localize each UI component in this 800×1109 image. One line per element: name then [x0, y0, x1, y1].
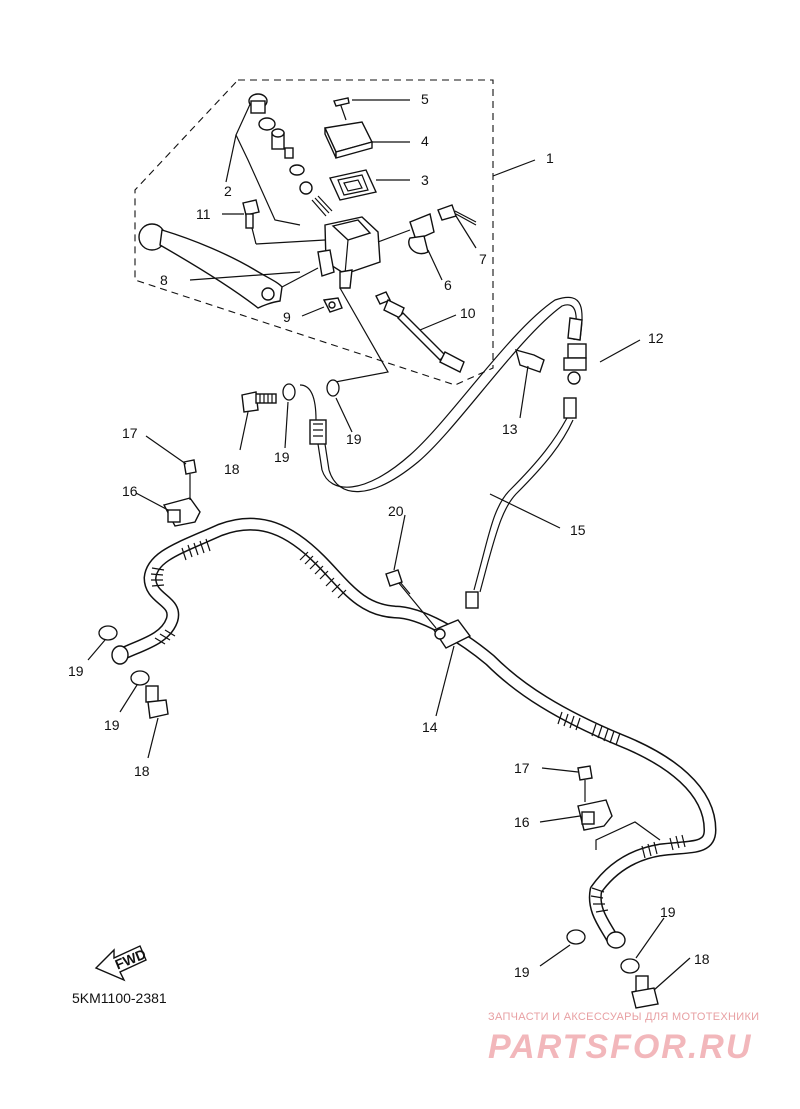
callout-15: 15	[570, 522, 586, 538]
callout-8: 8	[160, 272, 168, 288]
washer-part-19-top-right	[326, 379, 340, 397]
washer-part-19-lower-right-b	[620, 958, 640, 974]
hose-joint-part-14	[397, 581, 472, 649]
brake-lever-part-8	[138, 223, 319, 309]
callout-9: 9	[283, 309, 291, 325]
callout-16-top: 16	[122, 483, 138, 499]
washer-part-19-lower-right-a	[566, 929, 586, 945]
diagram-code: 5KM1100-2381	[72, 990, 167, 1006]
clamp-leader-right	[595, 821, 661, 850]
banjo-bolt-part-18-top	[241, 391, 277, 413]
screw-part-5	[333, 97, 350, 121]
washer-part-19-lower-left-a	[98, 625, 118, 641]
hose-clamp-part-16-right	[577, 799, 613, 831]
bolt-part-17-right	[577, 765, 593, 802]
nut-part-9	[322, 297, 343, 313]
callout-1: 1	[546, 150, 554, 166]
callout-16-bottom: 16	[514, 814, 530, 830]
upper-brake-hose	[299, 296, 583, 493]
bolt-part-17-left	[183, 459, 197, 500]
brake-pipe-part-15	[465, 397, 577, 609]
callout-17-top: 17	[122, 425, 138, 441]
callout-6: 6	[444, 277, 452, 293]
banjo-bolt-part-18-lower-left	[145, 685, 169, 719]
clamp-part-6	[377, 213, 435, 255]
callout-5: 5	[421, 91, 429, 107]
callout-18-lower-left: 18	[134, 763, 150, 779]
callout-19-top-right: 19	[346, 431, 362, 447]
fwd-label: FWD	[113, 946, 149, 973]
callout-12: 12	[648, 330, 664, 346]
watermark-brand: PARTSFOR.RU	[488, 1028, 752, 1066]
master-cylinder-assembly	[138, 93, 477, 373]
washer-part-19-top-left	[282, 383, 296, 401]
banjo-bolt-part-18-lower-right	[631, 975, 659, 1009]
lower-brake-hose	[111, 517, 717, 949]
assembly-boundary	[134, 79, 494, 386]
callout-19-top-left: 19	[274, 449, 290, 465]
callout-18-top: 18	[224, 461, 240, 477]
callout-19-lower-left-a: 19	[68, 663, 84, 679]
callout-14: 14	[422, 719, 438, 735]
watermark: ЗАПЧАСТИ И АКСЕССУАРЫ ДЛЯ МОТОТЕХНИКИ PA…	[488, 1011, 759, 1066]
callout-19-lower-left-b: 19	[104, 717, 120, 733]
callout-13: 13	[502, 421, 518, 437]
watermark-tagline: ЗАПЧАСТИ И АКСЕССУАРЫ ДЛЯ МОТОТЕХНИКИ	[488, 1011, 759, 1023]
part-number-labels: 5 4 3 1 7 6 2 11 8 9 10 12 13 15 17 16 2…	[68, 91, 710, 980]
fwd-arrow-icon: FWD	[94, 945, 149, 982]
diaphragm-part-3	[329, 169, 377, 201]
callout-17-bottom: 17	[514, 760, 530, 776]
callout-19-lower-right-a: 19	[514, 964, 530, 980]
callout-4: 4	[421, 133, 429, 149]
hose-joint-part-12	[563, 343, 587, 385]
hose-clamp-part-16-left	[162, 497, 201, 527]
bracket-part-13	[515, 348, 545, 373]
callout-leaders	[87, 99, 691, 991]
callout-18-lower-right: 18	[694, 951, 710, 967]
master-cylinder-body	[317, 216, 381, 289]
washer-part-19-lower-left-b	[130, 670, 150, 686]
connector-leader	[329, 287, 389, 384]
callout-3: 3	[421, 172, 429, 188]
callout-19-lower-right-b: 19	[660, 904, 676, 920]
clamp-bolt-part-7	[437, 204, 477, 226]
bolt-part-20	[385, 569, 411, 595]
callout-11: 11	[196, 206, 211, 222]
callout-20: 20	[388, 503, 404, 519]
reservoir-cap-part-4	[323, 121, 374, 159]
callout-2: 2	[224, 183, 232, 199]
callout-7: 7	[479, 251, 487, 267]
callout-10: 10	[460, 305, 476, 321]
pivot-bolt-part-11	[242, 199, 326, 245]
brake-switch-part-10	[375, 291, 465, 373]
piston-kit-part-2	[225, 93, 333, 226]
